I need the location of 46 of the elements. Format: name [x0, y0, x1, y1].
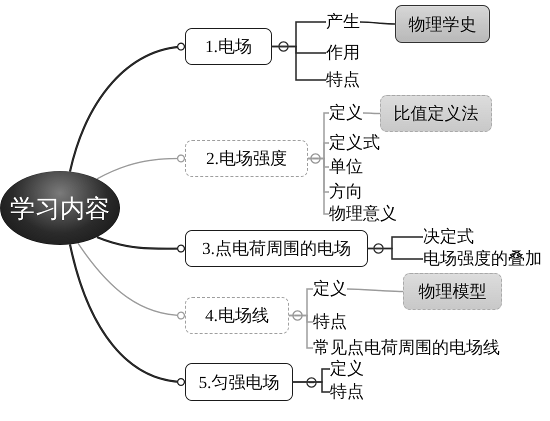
bracket-connector	[289, 314, 313, 349]
topic-box	[185, 297, 289, 334]
subtopic-text: 特点	[330, 382, 364, 402]
topic-text: 4.电场线	[205, 305, 269, 327]
central-topic-ellipse	[0, 171, 120, 245]
note-text: 物理模型	[418, 281, 486, 303]
topic-text: 1.电场	[205, 36, 252, 58]
central-topic-text: 学习内容	[10, 194, 110, 224]
subtopic-text: 决定式	[423, 227, 474, 247]
topic-text: 2.电场强度	[206, 148, 287, 170]
subtopic-text: 定义式	[329, 133, 380, 153]
topic-box	[185, 363, 293, 401]
bracket-connector	[293, 381, 330, 393]
topic-box	[185, 140, 308, 177]
note-text: 物理学史	[408, 14, 476, 36]
connector-line	[346, 288, 404, 292]
subtopic-text: 特点	[326, 70, 360, 90]
subtopic-text: 单位	[329, 157, 363, 177]
subtopic-text: 常见点电荷周围的电场线	[313, 338, 500, 358]
subtopic-text: 电场强度的叠加	[423, 249, 542, 269]
subtopic-text: 定义	[329, 103, 363, 123]
subtopic-text: 方向	[329, 182, 363, 202]
note-text: 比值定义法	[394, 103, 478, 125]
connector-line	[363, 112, 380, 114]
note-box	[395, 5, 490, 43]
bracket-connector	[308, 158, 329, 215]
curved-connector	[77, 242, 186, 320]
subtopic-text: 定义	[313, 279, 347, 299]
note-box	[403, 273, 502, 310]
subtopic-text: 物理意义	[329, 204, 397, 224]
subtopic-text: 作用	[326, 43, 360, 63]
subtopic-text: 产生	[326, 12, 360, 32]
curved-connector	[96, 236, 186, 253]
curved-connector	[68, 244, 186, 386]
topic-box	[185, 230, 368, 267]
note-box	[380, 95, 492, 132]
curved-connector	[96, 154, 186, 180]
subtopic-text: 定义	[330, 359, 364, 379]
topic-text: 5.匀强电场	[198, 372, 280, 394]
bracket-connector	[272, 46, 326, 81]
curved-connector	[68, 42, 186, 172]
subtopic-text: 特点	[313, 312, 347, 332]
topic-text: 3.点电荷周围的电场	[202, 238, 351, 260]
bracket-connector	[368, 248, 423, 260]
connector-line	[360, 21, 395, 25]
topic-box	[185, 28, 272, 65]
